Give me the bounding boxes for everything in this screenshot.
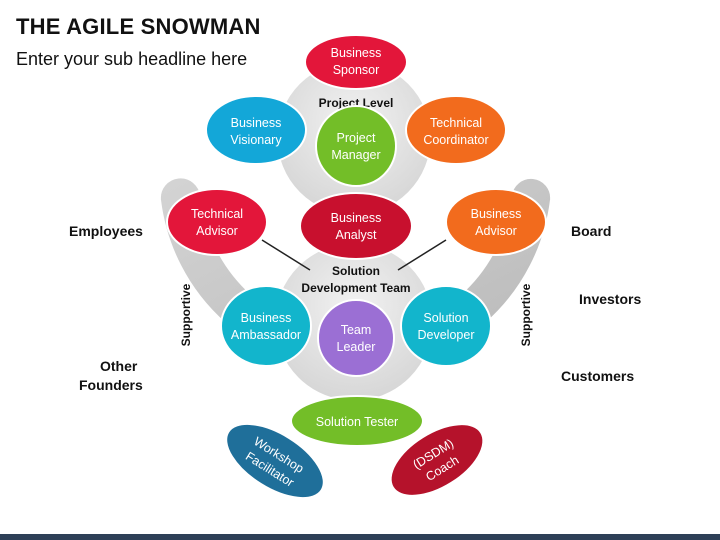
svg-text:Ambassador: Ambassador: [231, 328, 301, 342]
svg-text:Solution: Solution: [423, 311, 468, 325]
page-subtitle: Enter your sub headline here: [16, 49, 248, 69]
svg-text:Team: Team: [341, 323, 372, 337]
label-board: Board: [571, 223, 612, 239]
svg-text:Coordinator: Coordinator: [423, 133, 488, 147]
svg-text:Developer: Developer: [418, 328, 475, 342]
svg-text:Business: Business: [241, 311, 292, 325]
svg-text:Project: Project: [337, 131, 376, 145]
label-employees: Employees: [69, 223, 143, 239]
connector-right: [397, 239, 447, 271]
svg-text:Analyst: Analyst: [336, 228, 378, 242]
node-dsdm-coach: (DSDM) Coach: [389, 423, 485, 497]
label-customers: Customers: [561, 368, 635, 384]
svg-text:Solution Tester: Solution Tester: [316, 415, 398, 429]
label-investors: Investors: [579, 291, 642, 307]
node-project-manager: Project Manager: [315, 105, 397, 187]
svg-text:Business: Business: [231, 116, 282, 130]
svg-text:Business: Business: [471, 207, 522, 221]
page-title: THE AGILE SNOWMAN: [16, 14, 261, 39]
node-business-advisor: Business Advisor: [445, 188, 547, 256]
svg-text:Advisor: Advisor: [475, 224, 517, 238]
svg-text:Business: Business: [331, 211, 382, 225]
node-technical-advisor: Technical Advisor: [166, 188, 268, 256]
svg-text:Leader: Leader: [337, 340, 376, 354]
node-solution-developer: Solution Developer: [400, 285, 492, 367]
svg-text:Technical: Technical: [191, 207, 243, 221]
node-business-sponsor: Business Sponsor: [304, 34, 408, 90]
node-business-visionary: Business Visionary: [205, 95, 307, 165]
supportive-right-label: Supportive: [519, 283, 533, 346]
svg-text:Business: Business: [331, 46, 382, 60]
svg-text:Technical: Technical: [430, 116, 482, 130]
node-team-leader: Team Leader: [317, 299, 395, 377]
svg-text:Sponsor: Sponsor: [333, 63, 380, 77]
node-technical-coordinator: Technical Coordinator: [405, 95, 507, 165]
solution-level-label-1: Solution: [332, 264, 380, 278]
label-founders: Founders: [79, 377, 143, 393]
node-business-ambassador: Business Ambassador: [220, 285, 312, 367]
connector-left: [261, 239, 311, 271]
solution-level-label-2: Development Team: [301, 281, 410, 295]
node-solution-tester: Solution Tester: [290, 395, 424, 447]
label-other: Other: [100, 358, 138, 374]
svg-text:Advisor: Advisor: [196, 224, 238, 238]
node-business-analyst: Business Analyst: [299, 192, 413, 260]
footer-bar: [0, 534, 720, 540]
svg-text:Manager: Manager: [331, 148, 380, 162]
project-level-label: Project Level: [319, 96, 394, 110]
supportive-left-label: Supportive: [179, 283, 193, 346]
svg-text:Visionary: Visionary: [230, 133, 282, 147]
